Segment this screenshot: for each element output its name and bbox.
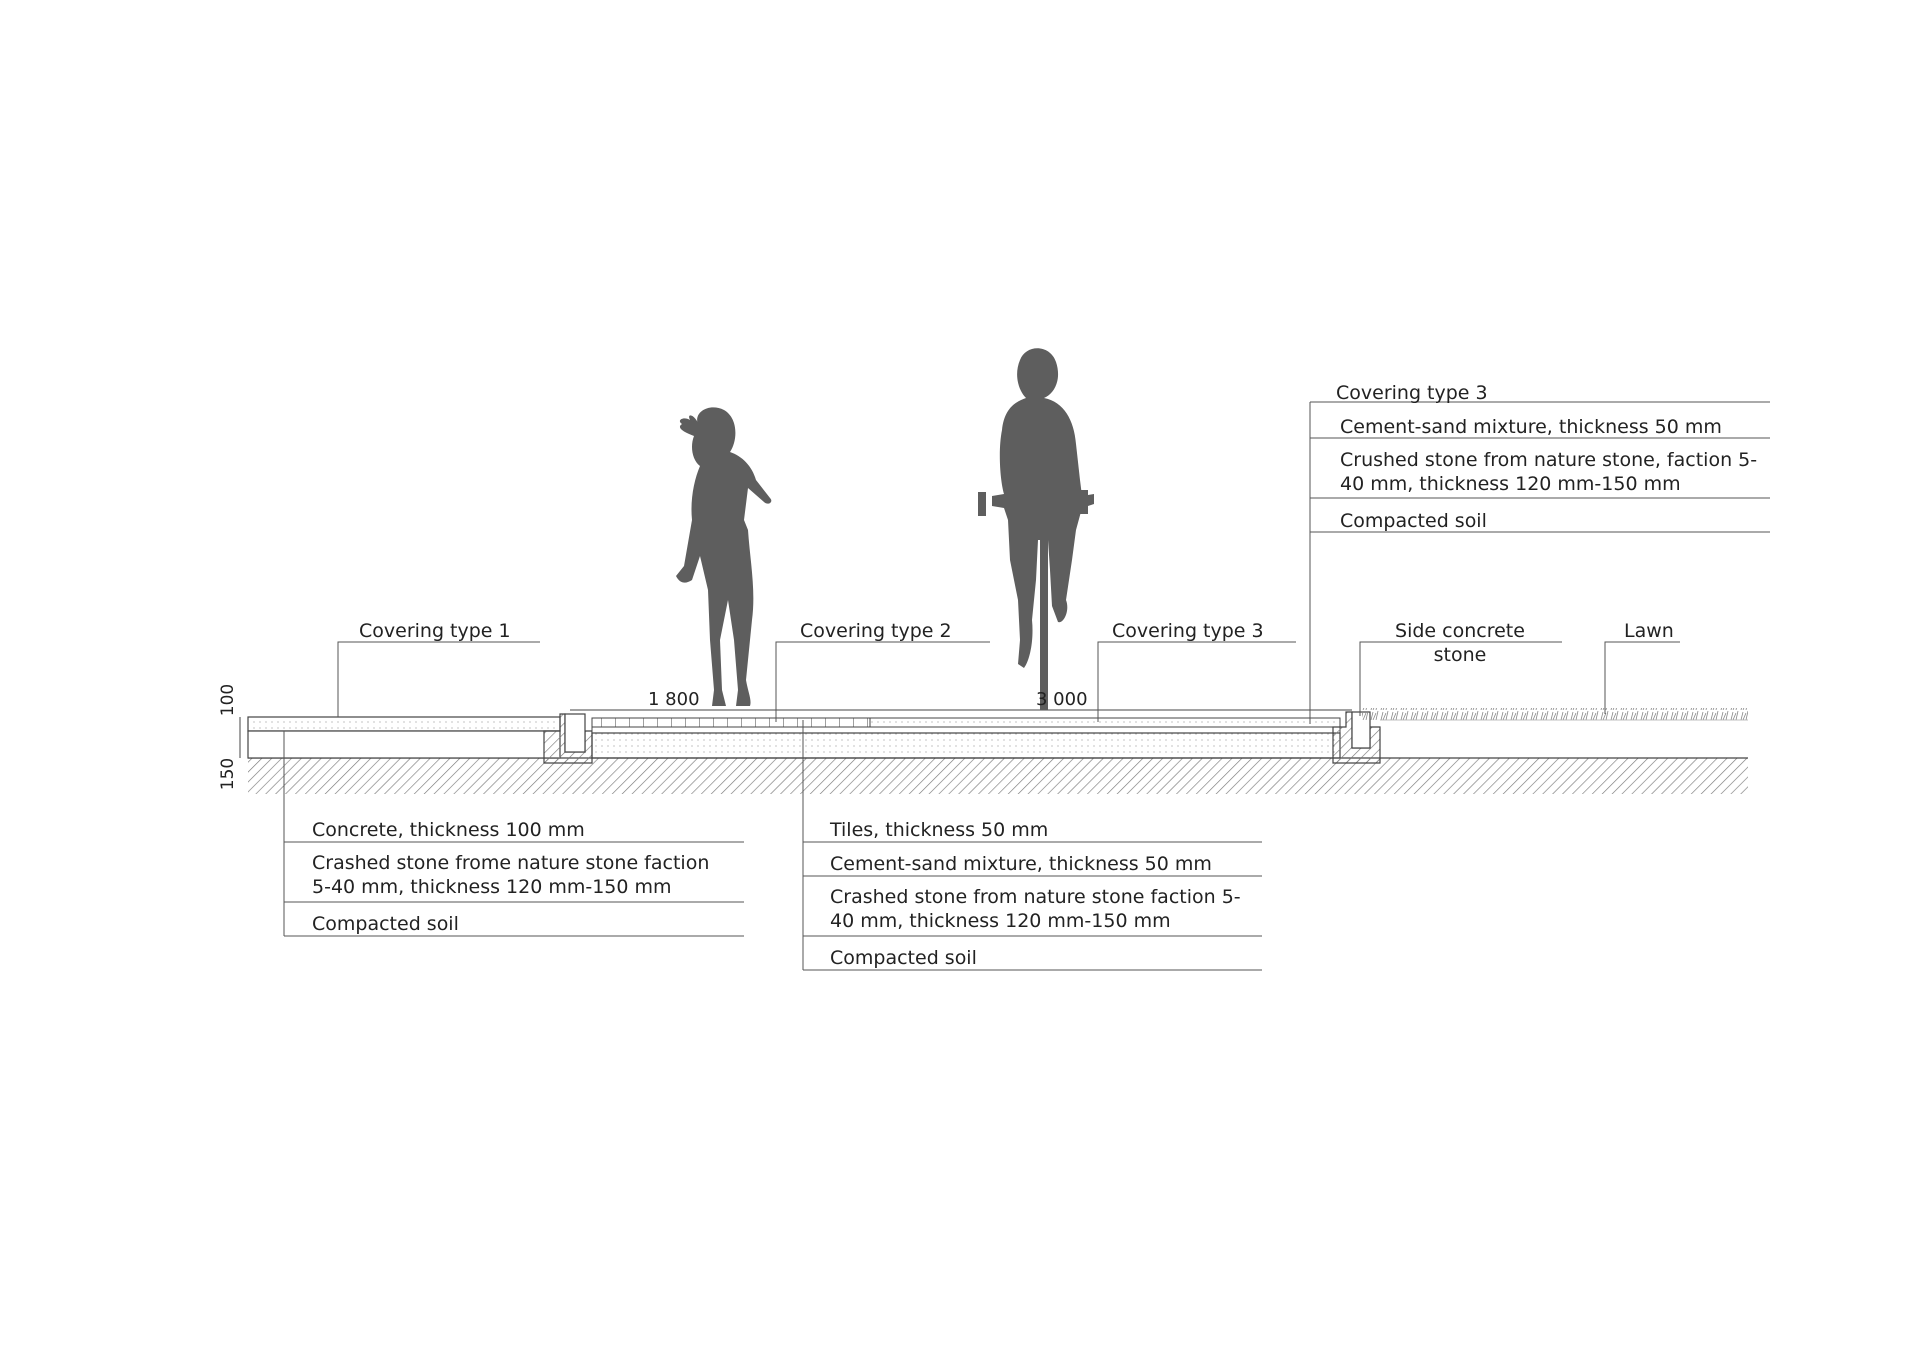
dim-depth-100: 100 <box>218 683 239 717</box>
upper-leaders <box>337 641 1680 722</box>
top-callout-leaders <box>1309 401 1770 724</box>
dim-1800: 1 800 <box>648 689 700 710</box>
bl-layer-3: Compacted soil <box>312 913 459 935</box>
dim-3000: 3 000 <box>1036 689 1088 710</box>
top-callout-title: Covering type 3 <box>1336 382 1488 404</box>
dim-depth-150: 150 <box>218 757 239 791</box>
label-side-concrete-stone: Side concrete stone <box>1395 620 1525 666</box>
label-covering-type-1: Covering type 1 <box>359 620 511 642</box>
bl-layer-2: Crashed stone frome nature stone faction… <box>312 852 710 898</box>
bm-layer-3: Crashed stone from nature stone faction … <box>830 886 1241 932</box>
label-covering-type-2: Covering type 2 <box>800 620 952 642</box>
bottom-left-leaders <box>283 731 744 937</box>
cement-sand-sublayer <box>591 726 1341 734</box>
label-covering-type-3: Covering type 3 <box>1112 620 1264 642</box>
bottom-mid-leaders <box>802 720 1262 971</box>
label-lawn: Lawn <box>1624 620 1674 642</box>
bl-layer-1: Concrete, thickness 100 mm <box>312 819 585 841</box>
top-callout-layer-3: Compacted soil <box>1340 510 1487 532</box>
pedestrian-silhouette <box>676 407 772 706</box>
lawn-grass <box>1362 708 1748 720</box>
bm-layer-2: Cement-sand mixture, thickness 50 mm <box>830 853 1212 875</box>
concrete-slab <box>247 716 561 732</box>
compacted-soil-hatch <box>248 758 1748 794</box>
cyclist-silhouette <box>978 348 1094 710</box>
top-callout-layer-1: Cement-sand mixture, thickness 50 mm <box>1340 416 1722 438</box>
crushed-stone-layer-1 <box>247 730 561 759</box>
top-callout-layer-2: Crushed stone from nature stone, faction… <box>1340 449 1758 495</box>
bm-layer-4: Compacted soil <box>830 947 977 969</box>
bm-layer-1: Tiles, thickness 50 mm <box>830 819 1049 841</box>
cement-sand-layer-3 <box>869 717 1341 728</box>
tiles-layer <box>591 717 871 728</box>
crushed-stone-layer-2 <box>591 732 1341 759</box>
